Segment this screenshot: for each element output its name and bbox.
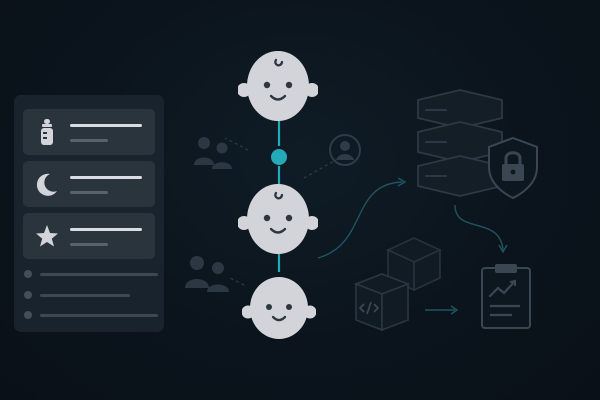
list-item-bar — [40, 294, 130, 297]
list-item-bar — [40, 273, 158, 276]
moon-icon — [36, 173, 57, 196]
baby-face-icon[interactable] — [242, 276, 316, 342]
card-favorites[interactable] — [23, 213, 155, 259]
server-stack-icon — [417, 89, 503, 197]
family-group-icon — [194, 137, 232, 169]
baby-face-icon[interactable] — [238, 49, 318, 123]
card-sleep[interactable] — [23, 161, 155, 207]
list-item[interactable] — [24, 270, 158, 280]
bullet-dot — [24, 311, 32, 319]
list-item[interactable] — [24, 291, 154, 301]
sidebar-panel — [14, 95, 164, 332]
timeline-connector — [277, 118, 281, 272]
timeline-node-dot[interactable] — [269, 147, 289, 167]
bullet-dot — [24, 291, 32, 299]
star-icon — [36, 225, 58, 247]
card-feeding[interactable] — [23, 109, 155, 155]
card-subtitle-bar — [70, 243, 108, 246]
user-circle-icon — [329, 134, 361, 166]
baby-face-icon[interactable] — [238, 182, 318, 256]
list-item-bar — [40, 314, 158, 317]
family-group-icon — [185, 256, 229, 292]
bullet-dot — [24, 270, 32, 278]
card-subtitle-bar — [70, 139, 108, 142]
shield-lock-icon — [488, 136, 538, 200]
baby-bottle-icon — [41, 119, 53, 145]
card-title-bar — [70, 176, 142, 179]
card-title-bar — [70, 124, 142, 127]
code-window-icon — [353, 273, 411, 332]
card-title-bar — [70, 228, 142, 231]
clipboard-chart-icon — [481, 264, 531, 329]
list-item[interactable] — [24, 311, 158, 321]
card-subtitle-bar — [70, 191, 108, 194]
